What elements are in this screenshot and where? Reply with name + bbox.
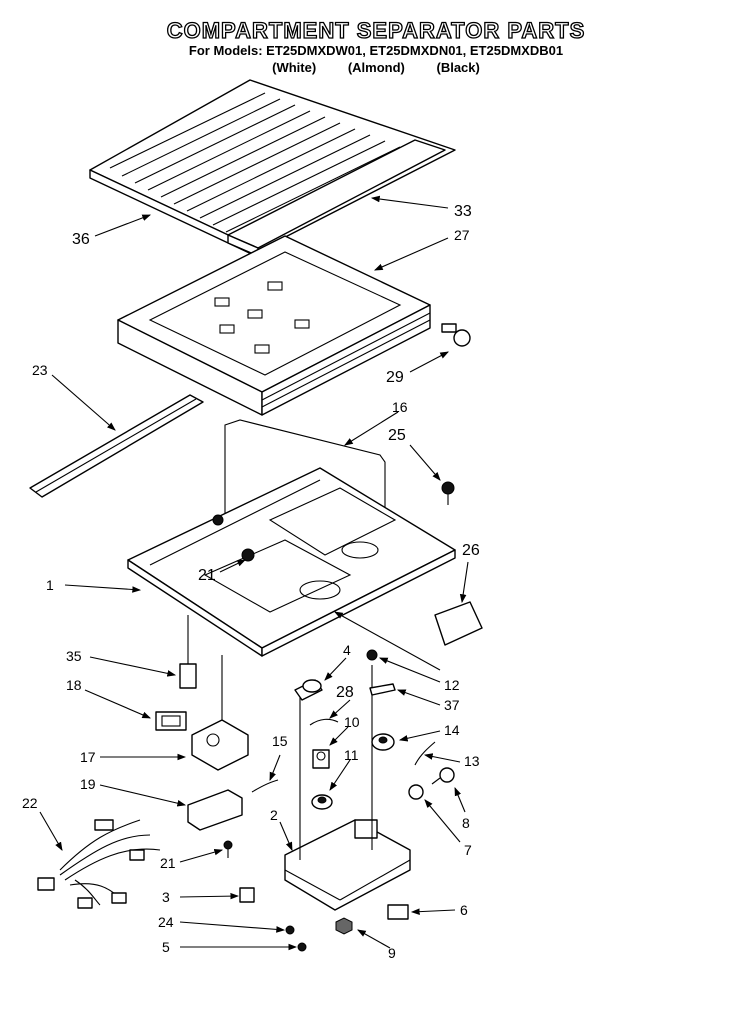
part-29-screw	[441, 323, 471, 347]
part-18-gasket	[155, 711, 187, 731]
callout-7: 7	[464, 842, 472, 858]
part-11-knob	[311, 794, 333, 810]
leader-lines	[39, 195, 469, 951]
part-2-base-bracket	[284, 665, 411, 911]
color-black: (Black)	[436, 60, 480, 75]
callout-37: 37	[444, 697, 460, 713]
part-6-switch	[387, 904, 409, 920]
callout-16: 16	[392, 399, 408, 415]
callout-2: 2	[270, 807, 278, 823]
part-28-tube	[309, 718, 339, 726]
callout-9: 9	[388, 945, 396, 961]
callout-19: 19	[80, 776, 96, 792]
callout-10: 10	[344, 714, 360, 730]
callout-22: 22	[22, 795, 38, 811]
part-8-lamp	[431, 767, 455, 785]
part-26-cover	[434, 601, 483, 646]
callout-5: 5	[162, 939, 170, 955]
part-37-clip	[369, 683, 396, 696]
callout-18: 18	[66, 677, 82, 693]
color-white: (White)	[272, 60, 317, 75]
callout-29: 29	[386, 369, 404, 386]
part-5-screw	[297, 942, 307, 952]
callout-3: 3	[162, 889, 170, 905]
part-10-thermostat	[312, 749, 330, 769]
callout-24: 24	[158, 914, 174, 930]
part-36-shelf-grille	[89, 79, 456, 259]
part-15-tube	[251, 779, 279, 793]
callout-25: 25	[388, 427, 406, 444]
part-4-damper	[294, 679, 323, 701]
callout-8: 8	[462, 815, 470, 831]
part-21-screw-lower	[223, 840, 233, 858]
color-variants: (White) (Almond) (Black)	[0, 60, 752, 75]
part-13-wire	[414, 741, 436, 766]
callout-12: 12	[444, 677, 460, 693]
color-almond: (Almond)	[347, 60, 405, 75]
callout-17: 17	[80, 749, 96, 765]
part-35-clip	[179, 615, 197, 689]
callout-23: 23	[32, 362, 48, 378]
callout-11: 11	[344, 747, 359, 763]
part-1-separator-panel	[127, 467, 456, 657]
part-17-housing	[191, 655, 249, 771]
callout-4: 4	[343, 642, 351, 658]
callout-35: 35	[66, 648, 82, 664]
callout-36: 36	[72, 231, 90, 248]
page-title: COMPARTMENT SEPARATOR PARTS	[166, 17, 586, 43]
part-22-wire-harness	[37, 819, 161, 909]
part-23-rail	[29, 394, 204, 498]
part-19-bracket	[187, 789, 243, 831]
callout-28: 28	[336, 684, 354, 701]
part-3-connector	[239, 887, 255, 903]
part-7-socket	[408, 784, 424, 800]
part-24-screw	[285, 925, 295, 935]
callout-14: 14	[444, 722, 460, 738]
callout-6: 6	[460, 902, 468, 918]
callout-27: 27	[454, 227, 470, 243]
models-line: For Models: ET25DMXDW01, ET25DMXDN01, ET…	[188, 43, 564, 58]
callout-13: 13	[464, 753, 480, 769]
part-9-nut	[335, 917, 353, 935]
callout-21-lower: 21	[160, 855, 176, 871]
part-25-screw	[441, 481, 455, 505]
callout-15: 15	[272, 733, 288, 749]
part-16-wire	[224, 419, 386, 545]
callout-21-upper: 21	[198, 567, 216, 584]
callout-26: 26	[462, 542, 480, 559]
part-27-frame	[117, 235, 431, 416]
callout-labels: 36 33 27 29 23 16 25 26 1 21 35 4 12 28 …	[22, 203, 480, 961]
part-12-screw	[366, 649, 378, 661]
part-33-trim-strip	[227, 139, 446, 257]
callout-1: 1	[46, 577, 54, 593]
callout-33: 33	[454, 203, 472, 220]
part-14-bearing	[371, 733, 395, 751]
